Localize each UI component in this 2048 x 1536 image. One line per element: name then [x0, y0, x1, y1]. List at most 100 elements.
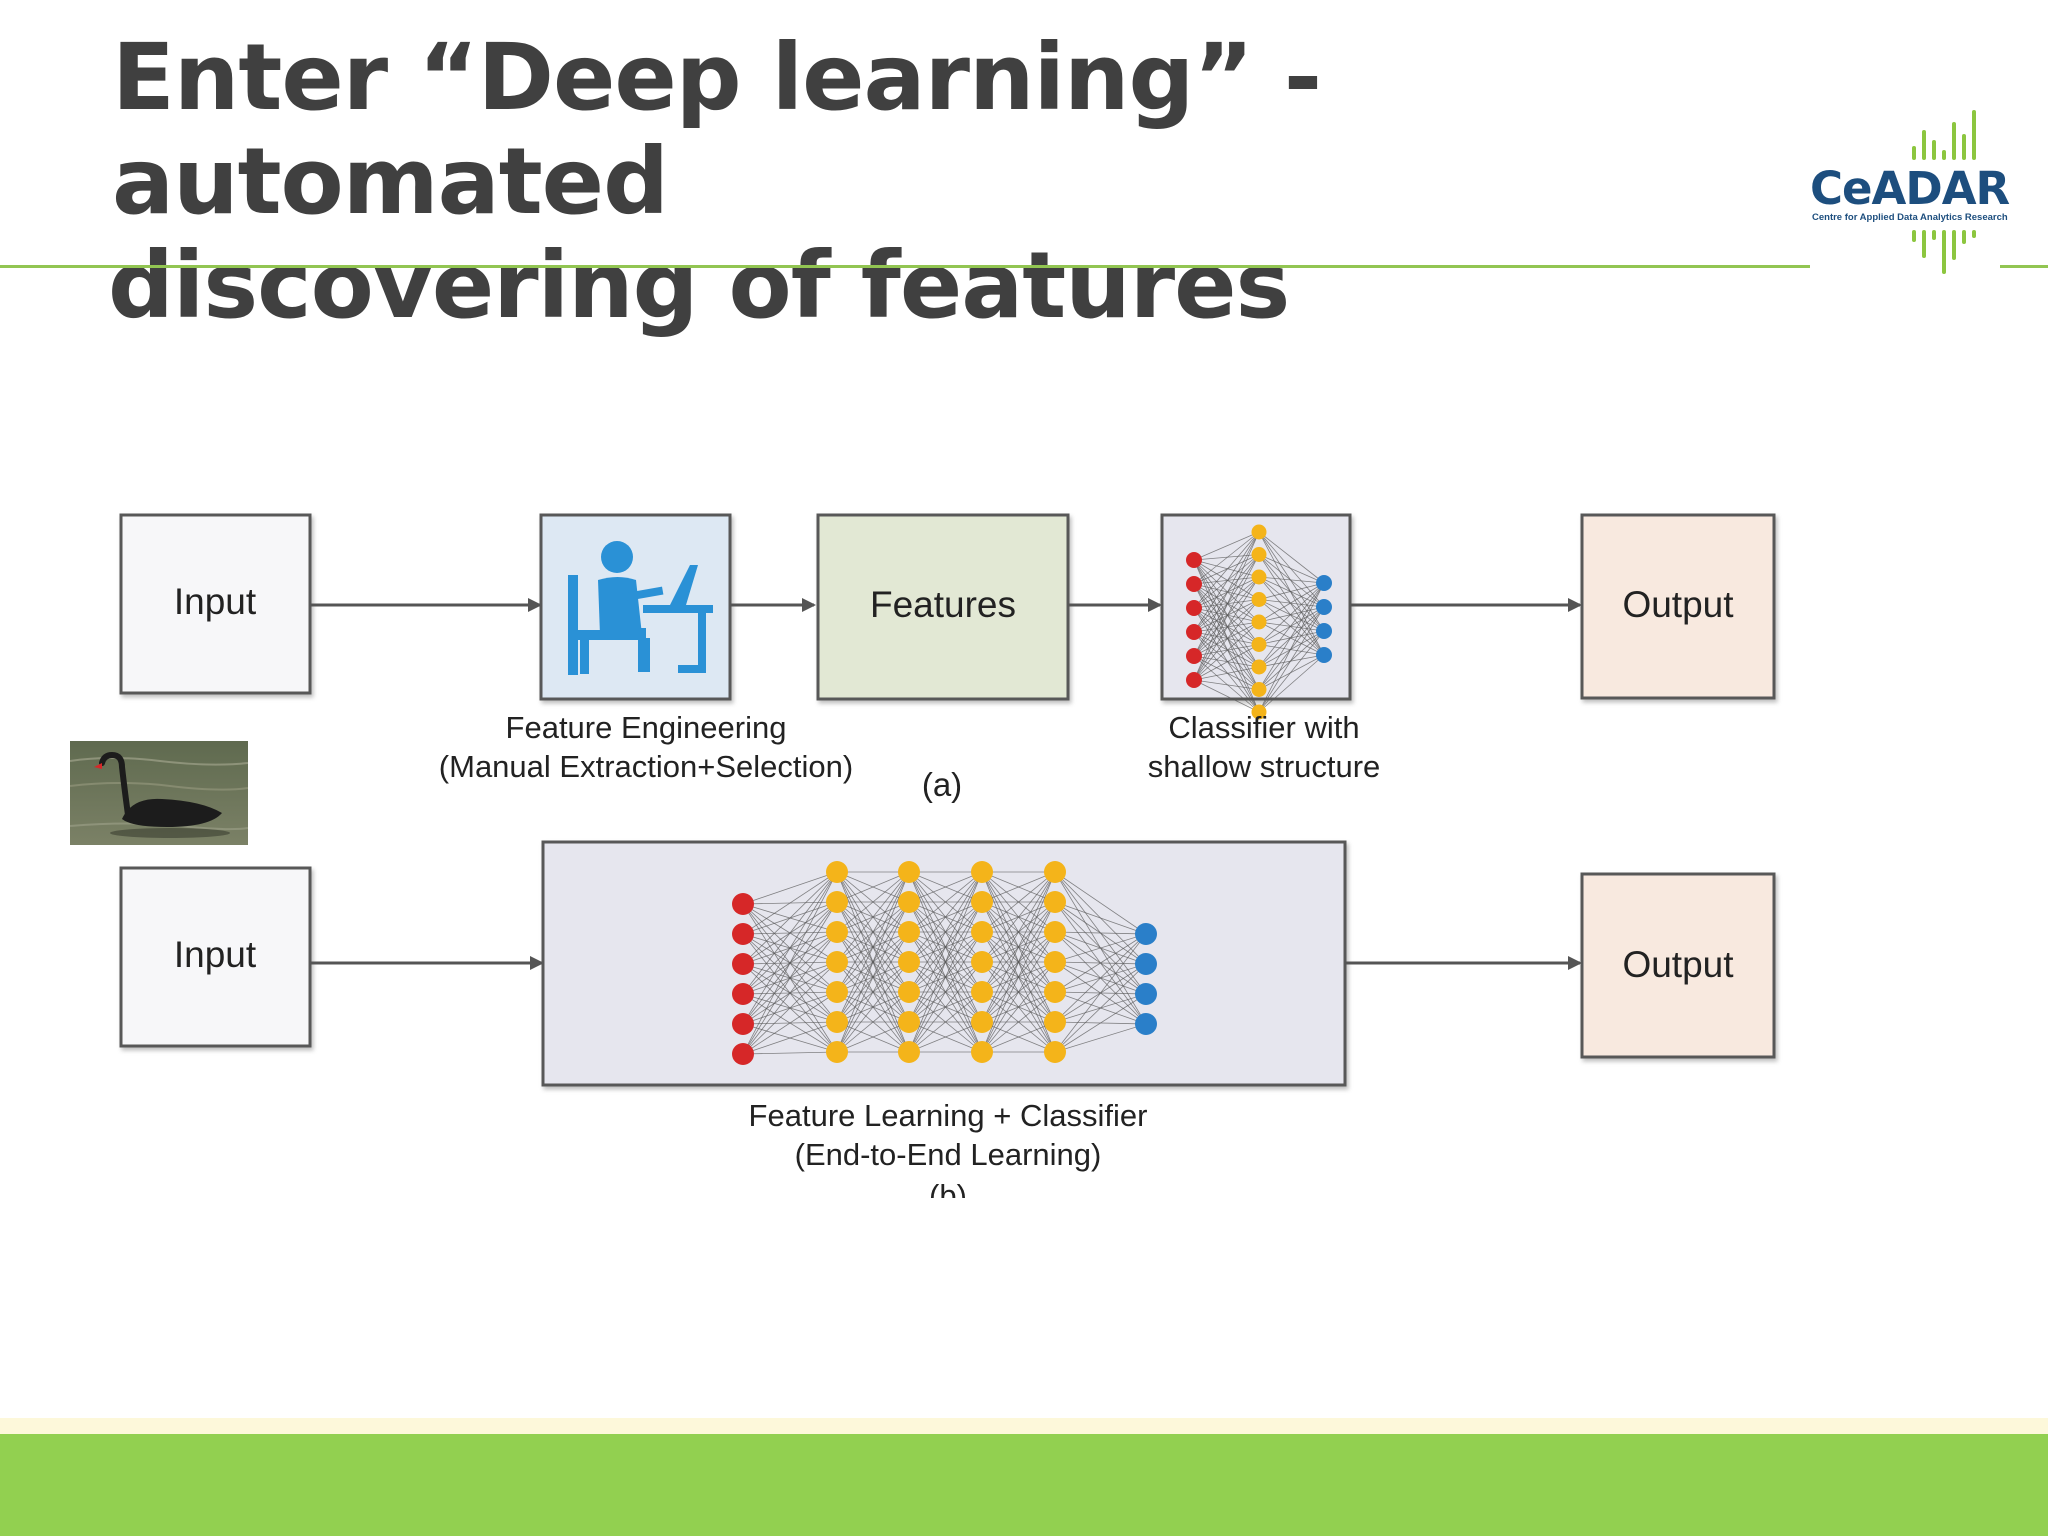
network-edge — [1193, 531, 1260, 561]
network-edge — [1193, 631, 1260, 668]
network-edge — [1193, 583, 1260, 645]
panel-label-b: (b) — [929, 1178, 967, 1200]
network-edge — [1258, 554, 1325, 608]
network-edge — [1193, 531, 1260, 681]
network-edge — [742, 1051, 838, 1055]
row-a-input-label: Input — [174, 581, 257, 622]
network-edge — [1258, 630, 1325, 713]
network-node — [732, 953, 754, 975]
network-edge — [1193, 583, 1260, 600]
network-edge — [1193, 621, 1260, 681]
network-edge — [1258, 621, 1325, 632]
network-edge — [836, 901, 910, 1053]
network-edge — [981, 871, 1056, 1023]
network-edge — [742, 871, 838, 935]
network-edge — [1193, 607, 1260, 690]
network-edge — [1193, 679, 1260, 690]
network-edge — [1193, 631, 1260, 713]
footer-green-bar — [0, 1434, 2048, 1536]
network-edge — [1258, 531, 1325, 656]
network-node — [1251, 659, 1267, 675]
network-edge — [1193, 655, 1260, 713]
network-edge — [1193, 621, 1260, 657]
network-node — [732, 1013, 754, 1035]
network-edge — [1054, 1023, 1147, 1053]
network-node — [732, 923, 754, 945]
network-edge — [1193, 531, 1260, 633]
network-edge — [1193, 666, 1260, 681]
network-node — [898, 1041, 920, 1063]
network-edge — [1258, 576, 1325, 656]
network-edge — [908, 991, 983, 1053]
network-edge — [908, 1021, 983, 1053]
network-edge — [742, 901, 838, 1055]
row-a-features-box — [816, 513, 1070, 701]
network-edge — [1258, 582, 1325, 668]
network-edge — [1193, 644, 1260, 657]
network-node — [1044, 951, 1066, 973]
network-edge — [1193, 599, 1260, 657]
network-node — [898, 951, 920, 973]
title-line-1: Enter “Deep learning” - automated — [112, 24, 1322, 235]
network-node — [1135, 1013, 1157, 1035]
network-node — [1316, 575, 1332, 591]
network-edge — [908, 871, 983, 1053]
network-edge — [1193, 599, 1260, 681]
network-edge — [1193, 554, 1260, 561]
network-node — [1044, 981, 1066, 1003]
network-edge — [981, 871, 1056, 993]
network-edge — [908, 931, 983, 1053]
network-node — [1316, 623, 1332, 639]
network-edge — [1193, 655, 1260, 668]
network-node — [1044, 1011, 1066, 1033]
network-node — [1251, 614, 1267, 630]
network-node — [971, 1041, 993, 1063]
network-edge — [742, 871, 838, 905]
title-divider — [0, 265, 1810, 268]
network-edge — [1258, 606, 1325, 645]
figure-svg: Input Features Output Feature Engineerin — [119, 513, 1776, 1200]
panel-label-a: (a) — [922, 766, 962, 803]
learning-caption-line-2: (End-to-End Learning) — [795, 1137, 1102, 1172]
network-node — [826, 1041, 848, 1063]
network-edge — [1193, 531, 1260, 657]
network-node — [898, 981, 920, 1003]
row-b-input-label: Input — [174, 934, 257, 975]
network-node — [1044, 921, 1066, 943]
network-edge — [1193, 631, 1260, 645]
network-edge — [742, 871, 838, 995]
network-node — [1186, 624, 1202, 640]
network-edge — [1054, 933, 1147, 1023]
network-edge — [1258, 654, 1325, 690]
network-edge — [1193, 599, 1260, 633]
network-edge — [1193, 576, 1260, 681]
network-node — [826, 861, 848, 883]
network-node — [1251, 704, 1267, 720]
black-swan-photo — [70, 741, 248, 845]
network-edge — [908, 901, 983, 1053]
network-edge — [981, 991, 1056, 1053]
network-edge — [1258, 576, 1325, 632]
network-edge — [836, 871, 910, 933]
row-b-input-box — [119, 866, 312, 1048]
ceadar-logo: CeADAR Centre for Applied Data Analytics… — [1800, 100, 2010, 290]
network-edge — [836, 871, 910, 963]
network-edge — [1193, 607, 1260, 645]
network-node — [971, 951, 993, 973]
network-node — [732, 1043, 754, 1065]
row-a-output-label: Output — [1622, 584, 1734, 625]
network-node — [732, 983, 754, 1005]
network-edge — [1054, 933, 1147, 1053]
network-edge — [1054, 931, 1147, 935]
network-edge — [908, 871, 983, 903]
deep-learning-comparison-figure: Input Features Output Feature Engineerin — [68, 440, 1808, 1200]
feature-engineer-icon — [568, 541, 713, 675]
network-edge — [1054, 933, 1147, 963]
network-edge — [1193, 576, 1260, 609]
row-a-input-box — [119, 513, 312, 695]
network-edge — [1258, 599, 1325, 656]
network-edge — [908, 871, 983, 933]
network-edge — [1054, 901, 1147, 935]
network-node — [1251, 637, 1267, 652]
network-edge — [1193, 559, 1260, 645]
